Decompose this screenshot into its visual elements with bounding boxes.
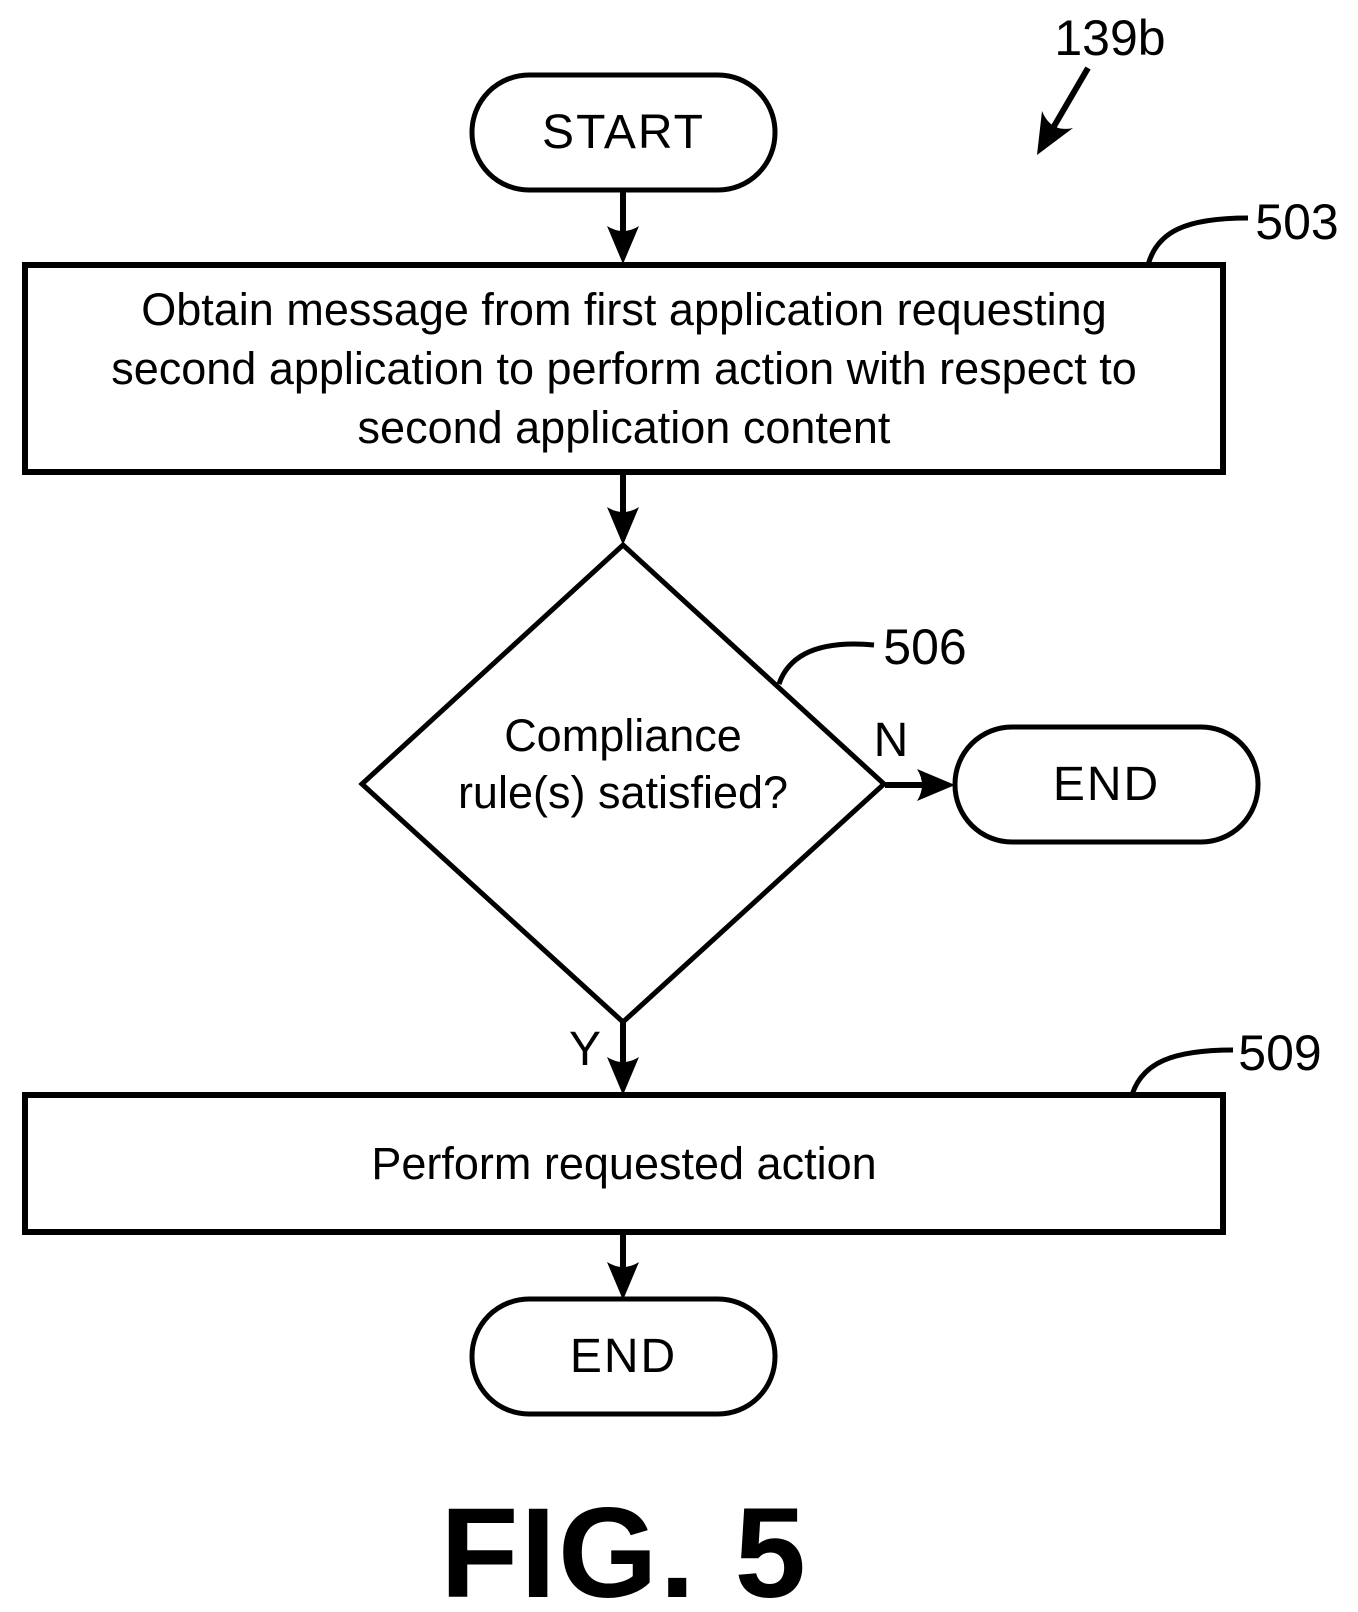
leader-line-503: [1145, 215, 1249, 266]
arrow-506-no-to-end: [885, 769, 955, 801]
leader-line-506: [776, 641, 875, 685]
figure-caption: FIG. 5: [440, 1481, 808, 1612]
figure-reference-number: 139b: [1054, 10, 1166, 66]
figure-reference-arrow: [1037, 66, 1091, 155]
start-terminal-label: START: [542, 106, 705, 159]
process-box-509-shape: [22, 1092, 1226, 1235]
arrow-503-to-506: [607, 472, 639, 545]
arrow-start-to-503: [607, 190, 639, 264]
end-terminal-yes-shape: [469, 1296, 778, 1417]
end-terminal-yes-label: END: [569, 1330, 678, 1383]
no-branch-label: N: [873, 714, 909, 767]
arrowhead: [607, 507, 639, 545]
yes-branch-label: Y: [568, 1023, 601, 1076]
end-terminal-no-shape: [952, 724, 1261, 845]
arrowhead: [607, 1057, 639, 1095]
arrowhead: [607, 1262, 639, 1300]
ref-label-506: 506: [883, 619, 967, 675]
arrow-509-to-end: [607, 1232, 639, 1300]
process-box-509-label: Perform requested action: [371, 1138, 877, 1189]
decision-diamond-506-label: Compliance rule(s) satisfied?: [457, 710, 789, 818]
process-box-503-shape: [22, 262, 1226, 475]
arrowhead: [917, 769, 955, 801]
leader-line-509: [1129, 1047, 1234, 1096]
ref-label-503: 503: [1255, 194, 1339, 250]
arrowhead: [607, 226, 639, 264]
ref-label-509: 509: [1238, 1025, 1322, 1081]
arrow-shaft: [1050, 66, 1091, 130]
arrow-506-yes-to-509: [607, 1022, 639, 1095]
process-box-503-label: Obtain message from first application re…: [111, 284, 1137, 453]
end-terminal-no-label: END: [1052, 758, 1161, 811]
arrowhead: [1037, 111, 1073, 155]
